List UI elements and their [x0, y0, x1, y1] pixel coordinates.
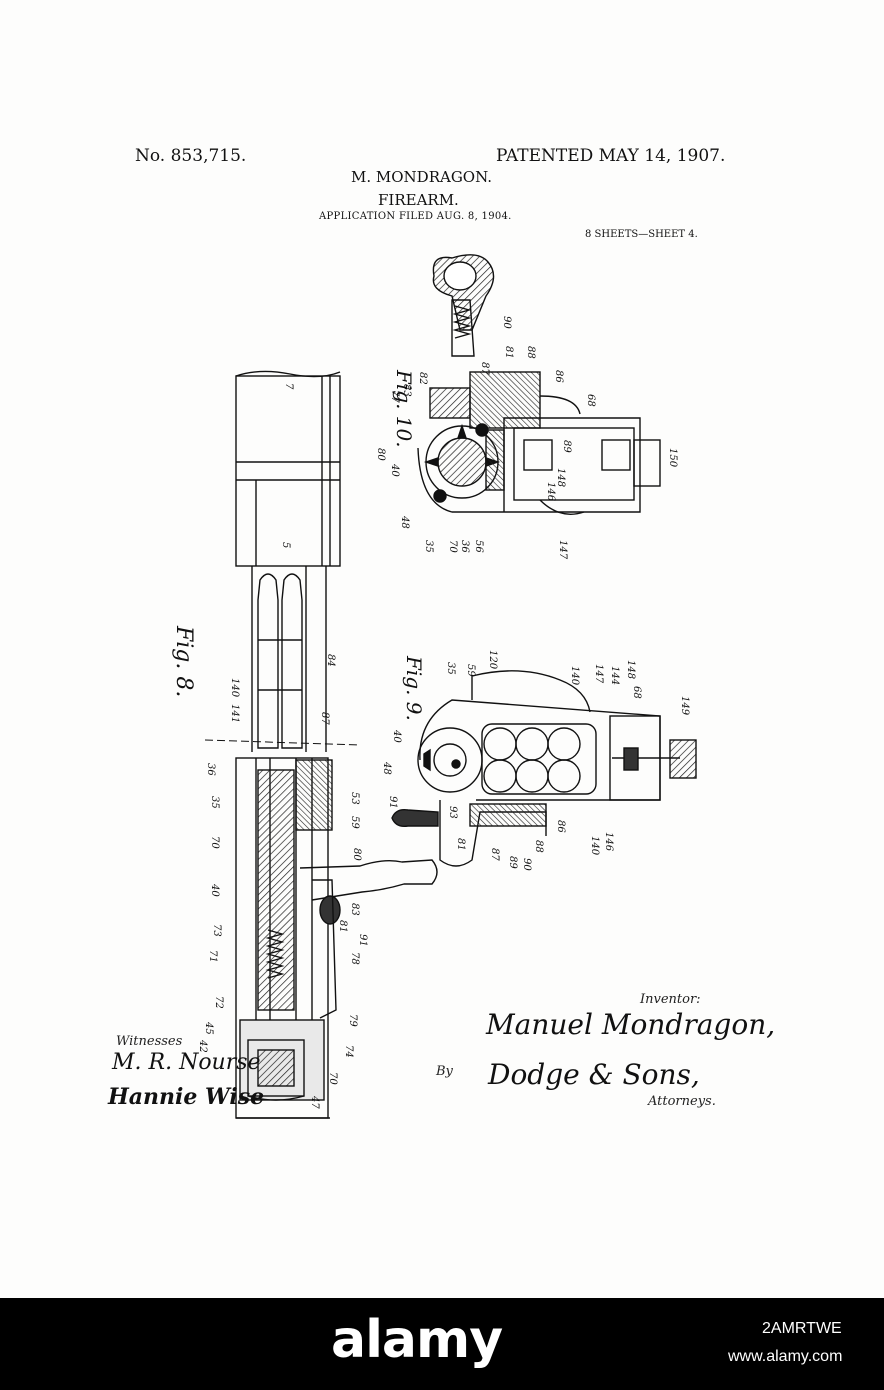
svg-text:59: 59: [349, 816, 360, 829]
svg-text:80: 80: [351, 848, 362, 861]
svg-text:89: 89: [561, 440, 572, 453]
svg-text:71: 71: [207, 950, 218, 963]
svg-text:48: 48: [381, 761, 392, 775]
svg-text:35: 35: [209, 796, 220, 809]
svg-text:40: 40: [391, 729, 402, 743]
svg-text:144: 144: [609, 666, 620, 685]
svg-text:79: 79: [347, 1014, 358, 1027]
svg-text:72: 72: [213, 996, 224, 1009]
svg-text:81: 81: [503, 346, 514, 359]
svg-text:40: 40: [209, 883, 220, 897]
svg-text:86: 86: [555, 820, 566, 833]
alamy-url: www.alamy.com: [728, 1348, 842, 1366]
attorney-signature: Dodge & Sons,: [488, 1058, 700, 1091]
svg-text:86: 86: [553, 370, 564, 383]
fig10-drawing: [418, 255, 660, 514]
svg-text:147: 147: [557, 540, 568, 560]
svg-text:91: 91: [357, 934, 368, 947]
svg-text:89: 89: [507, 856, 518, 869]
fig9-label: Fig. 9.: [402, 656, 426, 721]
fig8-drawing: [205, 371, 437, 1118]
fig9-drawing: [392, 671, 696, 866]
svg-text:140: 140: [569, 666, 580, 686]
svg-text:87: 87: [479, 362, 490, 375]
svg-text:73: 73: [211, 924, 222, 937]
svg-text:146: 146: [545, 482, 556, 502]
alamy-logo: alamy: [331, 1310, 502, 1370]
image-id: 2AMRTWE: [762, 1320, 842, 1338]
svg-text:149: 149: [679, 696, 690, 716]
svg-text:83: 83: [349, 903, 360, 916]
svg-text:87: 87: [489, 848, 500, 861]
svg-text:150: 150: [667, 448, 678, 468]
svg-text:80: 80: [375, 448, 386, 461]
svg-text:70: 70: [327, 1072, 338, 1085]
svg-text:148: 148: [555, 468, 566, 487]
svg-text:35: 35: [423, 540, 434, 553]
svg-text:88: 88: [533, 840, 544, 853]
attorneys-label: Attorneys.: [648, 1094, 716, 1109]
svg-text:36: 36: [459, 540, 470, 553]
svg-text:68: 68: [631, 686, 642, 699]
inventor-label: Inventor:: [640, 992, 701, 1007]
svg-text:7: 7: [283, 383, 294, 390]
svg-text:53: 53: [349, 792, 360, 805]
svg-text:36: 36: [205, 763, 216, 776]
svg-text:74: 74: [343, 1045, 354, 1058]
inventor-signature: Manuel Mondragon,: [486, 1008, 775, 1041]
svg-text:120: 120: [487, 650, 498, 670]
svg-text:59: 59: [465, 664, 476, 677]
svg-text:56: 56: [473, 540, 484, 553]
svg-text:82: 82: [417, 372, 428, 385]
svg-text:147: 147: [593, 664, 604, 684]
svg-text:81: 81: [337, 920, 348, 933]
svg-text:81: 81: [455, 838, 466, 851]
svg-text:47: 47: [309, 1095, 320, 1109]
svg-text:141: 141: [229, 704, 240, 723]
svg-text:68: 68: [585, 394, 596, 407]
fig10-label: Fig. 10.: [392, 370, 416, 448]
svg-text:70: 70: [209, 836, 220, 849]
svg-text:140: 140: [589, 836, 600, 856]
svg-text:84: 84: [325, 654, 336, 667]
witness-signature-1: M. R. Nourse: [112, 1050, 261, 1075]
svg-text:88: 88: [525, 346, 536, 359]
svg-text:45: 45: [203, 1021, 214, 1035]
by-label: By: [436, 1064, 453, 1079]
svg-text:148: 148: [625, 660, 636, 679]
svg-text:48: 48: [399, 515, 410, 529]
svg-text:5: 5: [280, 542, 291, 548]
svg-text:146: 146: [603, 832, 614, 852]
svg-text:93: 93: [447, 806, 458, 819]
svg-text:70: 70: [447, 540, 458, 553]
witnesses-label: Witnesses: [116, 1034, 182, 1049]
patent-sheet: No. 853,715. PATENTED MAY 14, 1907. M. M…: [0, 0, 884, 1298]
svg-text:90: 90: [521, 858, 532, 871]
svg-text:91: 91: [387, 796, 398, 809]
svg-text:90: 90: [501, 316, 512, 329]
svg-text:140: 140: [229, 678, 240, 698]
svg-text:87: 87: [319, 712, 330, 725]
svg-text:78: 78: [349, 952, 360, 965]
svg-text:40: 40: [389, 463, 400, 477]
fig8-label: Fig. 8.: [171, 626, 196, 697]
svg-text:35: 35: [445, 662, 456, 675]
witness-signature-2: Hannie Wise: [108, 1084, 264, 1110]
